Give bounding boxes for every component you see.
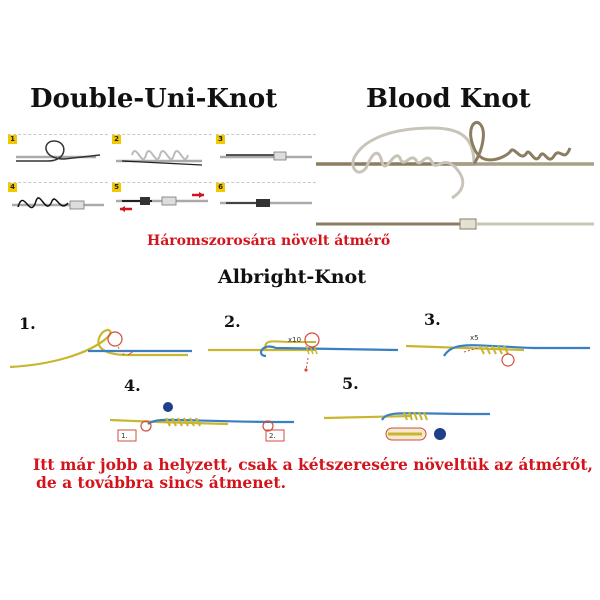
uni-step-1-badge: 1 [8,135,17,144]
scissors-icon [434,428,446,440]
albright-step-1-number: 1. [19,314,36,333]
albright-note-line-1: Itt már jobb a helyzett, csak a kétszere… [33,455,593,474]
pull-step-1-label: 1. [121,432,128,440]
uni-step-3-badge: 3 [216,135,225,144]
albright-step-5-illustration [323,411,491,441]
lubricate-drop-icon [163,402,173,412]
uni-step-6-panel: 6 [216,182,316,223]
uni-step-6-illustration [220,199,312,207]
blood-knot-title: Blood Knot [366,84,531,114]
albright-step-4-illustration: 1. 2. [109,402,295,442]
uni-step-1-illustration [16,140,101,162]
albright-step-2-illustration: x10 [208,332,399,372]
wraps-x10-label: x10 [288,336,301,344]
wraps-x5-label: x5 [470,334,479,342]
uni-step-6-badge: 6 [216,183,225,192]
albright-step-1-illustration [9,328,192,369]
albright-note-line-2: de a továbbra sincs átmenet. [36,473,286,492]
uni-step-2-illustration [116,150,203,166]
albright-step-3-number: 3. [424,310,441,329]
double-uni-knot-title: Double-Uni-Knot [30,84,278,114]
albright-step-4-number: 4. [124,376,141,395]
blood-knot-illustration [316,121,594,230]
uni-step-4-illustration [12,197,104,210]
uni-step-5-badge: 5 [112,183,121,192]
uni-step-5-panel: 5 [112,182,212,223]
tripled-diameter-caption: Háromszorosára növelt átmérő [147,233,391,249]
albright-knot-title: Albright-Knot [218,266,367,288]
albright-step-5-number: 5. [342,374,359,393]
albright-step-3-illustration: x5 [405,334,590,367]
uni-step-3-panel: 3 [216,134,316,175]
uni-step-3-illustration [220,151,312,161]
uni-step-5-illustration [116,192,208,212]
albright-step-2-number: 2. [224,312,241,331]
pull-step-2-label: 2. [269,432,276,440]
uni-step-2-badge: 2 [112,135,121,144]
uni-step-2-panel: 2 [112,134,212,175]
uni-step-4-badge: 4 [8,183,17,192]
uni-step-1-panel: 1 [8,134,108,175]
uni-step-4-panel: 4 [8,182,108,223]
